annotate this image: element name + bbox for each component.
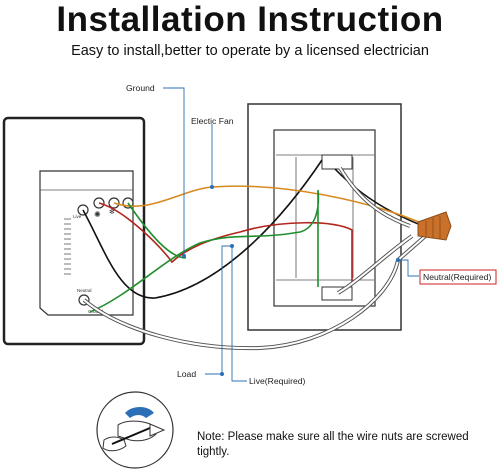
neutral-required-box xyxy=(419,269,497,285)
fan-icon: ✻ xyxy=(109,208,115,216)
electric-fan-label: Electic Fan xyxy=(191,116,234,126)
load-wire xyxy=(98,202,353,285)
switch-ground-label: Ground xyxy=(88,309,104,314)
junction-box-top-clamp xyxy=(321,154,353,170)
live-required-label: Live(Required) xyxy=(249,376,306,386)
wire-nut-icon xyxy=(417,211,452,241)
page-title: Installation Instruction xyxy=(56,0,444,39)
light-bulb-icon: ✺ xyxy=(94,210,101,219)
live-wire xyxy=(82,159,323,299)
neutral-required-label: Neutral(Required) xyxy=(423,272,491,282)
switch-neutral-label: Neutral xyxy=(77,288,92,293)
leader-lines xyxy=(163,87,419,382)
switch-body xyxy=(39,170,134,316)
load-label: Load xyxy=(177,369,196,379)
installation-note: Note: Please make sure all the wire nuts… xyxy=(197,431,469,458)
leader-dots xyxy=(182,185,400,376)
page-subtitle: Easy to install,better to operate by a l… xyxy=(71,43,429,59)
ground-wire-link xyxy=(127,202,187,259)
switch-vents xyxy=(64,218,71,275)
switch-live-label: Live xyxy=(73,214,82,219)
ground-label: Ground xyxy=(126,83,155,93)
twist-wire-nut-icon xyxy=(96,391,174,469)
ground-wire xyxy=(89,189,320,313)
